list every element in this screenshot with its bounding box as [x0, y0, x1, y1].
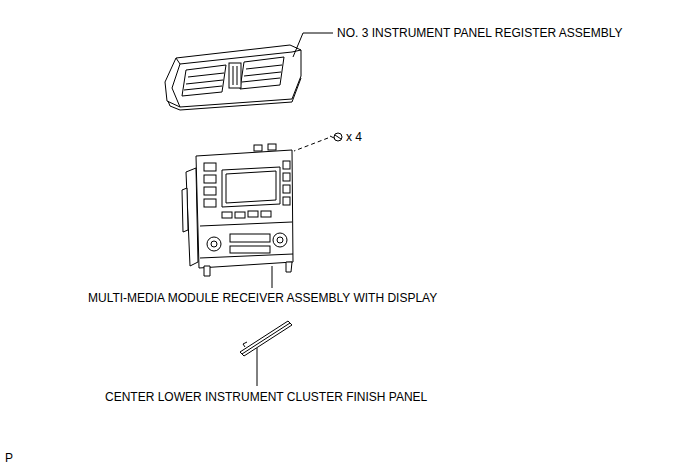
screw-symbol [330, 133, 342, 141]
multimedia-module [182, 144, 293, 276]
leader-line [257, 348, 258, 386]
part-name: CENTER LOWER INSTRUMENT CLUSTER FINISH P… [105, 390, 427, 404]
part-name: MULTI-MEDIA MODULE RECEIVER ASSEMBLY WIT… [88, 291, 437, 305]
dashed-line [294, 138, 328, 151]
register-assembly [165, 45, 301, 110]
part-name: NO. 3 INSTRUMENT PANEL REGISTER ASSEMBLY [337, 26, 623, 40]
leader-line [272, 266, 273, 288]
quantity-label: x 4 [346, 130, 362, 144]
leader-line [293, 33, 333, 57]
figure-code: P [5, 451, 13, 465]
finish-panel [240, 321, 292, 356]
